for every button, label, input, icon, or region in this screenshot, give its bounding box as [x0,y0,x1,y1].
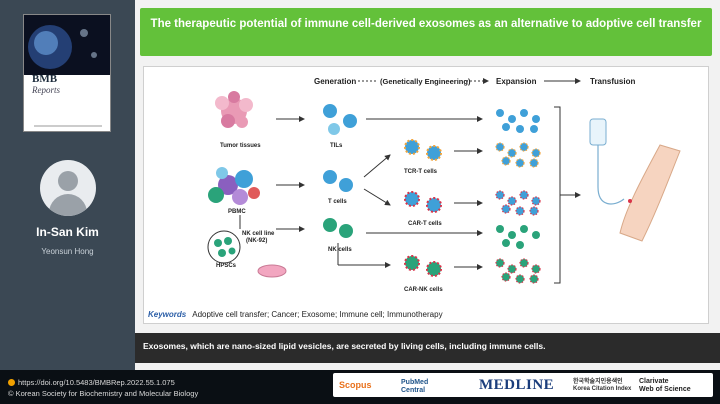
pubmed-logo: PubMed Central [401,379,428,395]
hpsc-dish-icon [207,230,287,278]
slide-title-bar: The therapeutic potential of immune cell… [140,8,712,56]
car-t-cells-icon [404,191,442,213]
cover-divider [34,125,102,127]
label-tumor: Tumor tissues [220,143,261,149]
journal-subtitle: Reports [32,85,60,95]
label-car-nk: CAR-NK cells [404,287,443,293]
car-nk-cells-icon [404,255,442,277]
coauthor-name: Yeonsun Hong [41,247,94,256]
index-logos: Scopus PubMed Central MEDLINE 한국학술지인용색인 … [333,373,713,397]
wos-logo-line2: Web of Science [639,386,691,393]
tumor-tissue-icon [215,91,253,128]
label-nk92: (NK-92) [246,238,267,244]
iv-bag-icon [589,118,625,205]
stage-expansion: Expansion [496,77,537,86]
journal-title: BMB [32,73,58,85]
presenter-avatar [40,160,96,216]
pubmed-logo-line2: Central [401,387,426,394]
tils-cells-icon [323,104,357,135]
label-car-t: CAR-T cells [408,221,442,227]
arm-icon [619,144,681,242]
expansion-clusters [495,109,541,284]
kci-logo: 한국학술지인용색인 Korea Citation Index [573,379,631,393]
journal-cover: BMB Reports [23,14,111,132]
stage-generation: Generation [314,77,356,86]
doi-icon [8,379,15,386]
copyright-text: © Korean Society for Biochemistry and Mo… [8,389,199,398]
kci-logo-line2: Korea Citation Index [573,386,632,392]
label-tcr: TCR-T cells [404,169,438,175]
summary-bar: Exosomes, which are nano-sized lipid ves… [135,333,720,363]
presenter-sidebar: BMB Reports In-San Kim Yeonsun Hong [0,0,135,370]
label-nkline: NK cell line [242,231,275,237]
nk-cells-icon [323,218,353,238]
wos-logo: Clarivate Web of Science [639,378,691,394]
keywords-line: Keywords Adoptive cell transfer; Cancer; … [148,310,443,319]
slide-title: The therapeutic potential of immune cell… [150,18,702,30]
journal-cover-art [24,15,110,75]
avatar-head-icon [58,171,78,191]
expansion-bracket [554,106,568,284]
keywords-label: Keywords [148,310,187,319]
label-tils: TILs [330,143,343,149]
scopus-logo: Scopus [339,380,372,390]
diagram: Generation (Genetically Engineering) Exp… [207,77,681,293]
wos-logo-line1: Clarivate [639,378,669,385]
label-nkcells: NK cells [328,247,352,253]
pbmc-icon [208,167,260,205]
stage-genetic: (Genetically Engineering) [380,77,471,86]
presenter-name: In-San Kim [36,225,99,239]
keywords-text: Adoptive cell transfer; Cancer; Exosome;… [192,310,443,319]
t-cells-icon [323,170,353,192]
footer-citation: https://doi.org/10.5483/BMBRep.2022.55.1… [8,377,198,399]
doi-link[interactable]: https://doi.org/10.5483/BMBRep.2022.55.1… [18,378,175,387]
stage-transfusion: Transfusion [590,77,635,86]
label-pbmc: PBMC [228,209,246,215]
label-tcells: T cells [328,199,347,205]
label-hpscs: HPSCs [216,263,237,269]
medline-logo: MEDLINE [479,377,555,393]
avatar-body-icon [49,194,87,216]
doi-line[interactable]: https://doi.org/10.5483/BMBRep.2022.55.1… [8,377,198,388]
figure-panel: Generation (Genetically Engineering) Exp… [143,66,709,324]
summary-text: Exosomes, which are nano-sized lipid ves… [143,341,546,351]
kci-logo-line1: 한국학술지인용색인 [573,379,623,385]
tcr-t-cells-icon [404,139,442,161]
pubmed-logo-line1: PubMed [401,379,429,386]
copyright-line: © Korean Society for Biochemistry and Mo… [8,388,198,399]
